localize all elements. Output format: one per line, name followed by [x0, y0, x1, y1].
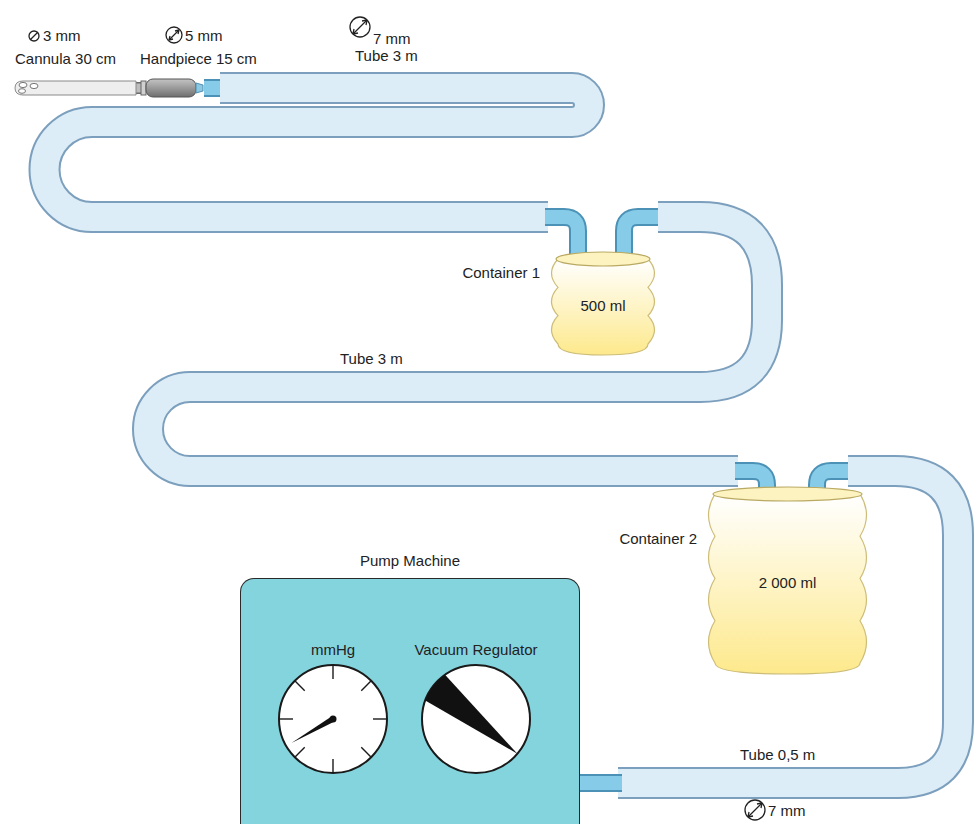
diameter-label: 5 mm [185, 27, 223, 45]
container-name: Container 2 [619, 530, 697, 548]
pump-node: Pump MachinemmHgVacuum Regulator [240, 578, 580, 824]
suction-tube [45, 88, 590, 256]
volume-label: 2 000 ml [705, 485, 870, 592]
gauge-label: mmHg [278, 641, 388, 659]
diameter-icon [166, 27, 182, 43]
diameter-label: 7 mm [768, 802, 806, 820]
diameter-label: 7 mm [373, 30, 411, 48]
part-name: Cannula 30 cm [15, 50, 137, 68]
diameter-icon [29, 31, 39, 41]
container-name: Container 1 [462, 264, 540, 282]
diameter-icon [745, 800, 765, 820]
tube-label: Tube 0,5 m [740, 746, 815, 764]
gauge-label: Vacuum Regulator [401, 641, 551, 659]
diameter-icon [350, 17, 370, 37]
reg-node: Vacuum Regulator [401, 641, 551, 776]
diameter-label: 3 mm [43, 27, 81, 45]
cannula-shape [15, 80, 137, 100]
volume-label: 500 ml [548, 250, 658, 315]
tube-label: Tube 3 m [340, 350, 403, 368]
cannula-joint [136, 88, 141, 89]
hand-node: Handpiece 15 cm [140, 50, 204, 98]
jar-node: Container 1500 ml [548, 250, 658, 356]
machine-name: Pump Machine [241, 552, 579, 570]
suction-tube [580, 471, 958, 783]
pressure-gauge [278, 663, 388, 775]
jar-node: Container 22 000 ml [705, 485, 870, 675]
suction-tube [148, 217, 767, 491]
gauge-node: mmHg [278, 641, 388, 776]
part-name: Handpiece 15 cm [140, 50, 204, 68]
rod-node: Cannula 30 cm [15, 50, 137, 98]
tube-label: Tube 3 m [355, 47, 418, 65]
handpiece-shape [140, 78, 204, 100]
regulator-dial [401, 663, 551, 775]
